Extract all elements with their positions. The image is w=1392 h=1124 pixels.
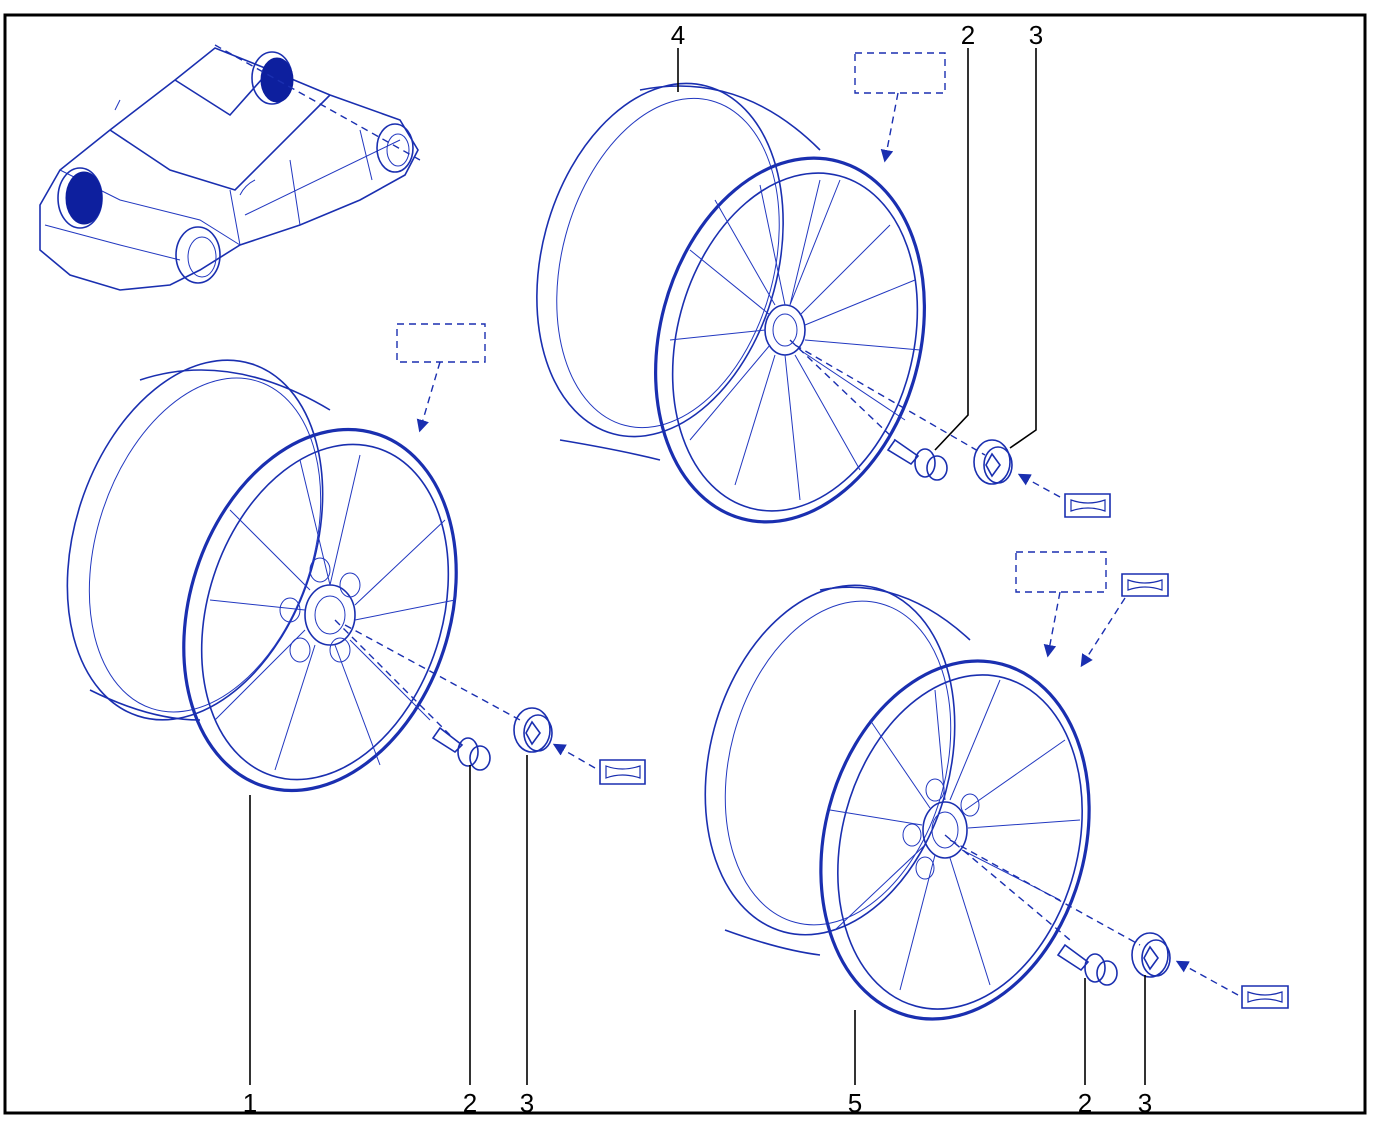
reference-placeholder-icon xyxy=(1015,551,1107,658)
car-location-icon xyxy=(39,44,421,291)
bolt-2-top xyxy=(886,438,948,481)
callout-bolt-2: 2 xyxy=(1078,1088,1092,1118)
leader-lines xyxy=(249,48,1146,1085)
cap-3-front-left xyxy=(513,707,596,769)
callout-cap-3: 3 xyxy=(1029,20,1043,50)
reference-placeholder-icon xyxy=(396,323,486,433)
wheel-1 xyxy=(66,359,458,793)
torque-label-icon xyxy=(599,759,646,785)
callout-wheel-1: 1 xyxy=(243,1088,257,1118)
torque-label-icon xyxy=(1241,985,1289,1009)
callout-cap-3: 3 xyxy=(1138,1088,1152,1118)
wheel-4 xyxy=(536,82,926,524)
callout-bolt-2: 2 xyxy=(961,20,975,50)
cap-3-right xyxy=(1131,932,1239,996)
torque-label-icon xyxy=(1080,573,1169,668)
callout-cap-3: 3 xyxy=(520,1088,534,1118)
cap-3-top xyxy=(973,439,1061,498)
callout-wheel-4: 4 xyxy=(671,20,685,50)
wheel-5 xyxy=(704,584,1091,1021)
bolt-2-front-left xyxy=(431,726,491,771)
bolt-2-right xyxy=(1056,943,1118,986)
torque-label-icon xyxy=(1064,493,1111,518)
callout-bolt-2: 2 xyxy=(463,1088,477,1118)
diagram-border xyxy=(3,13,1367,1115)
callout-wheel-5: 5 xyxy=(848,1088,862,1118)
reference-placeholder-icon xyxy=(854,52,946,163)
